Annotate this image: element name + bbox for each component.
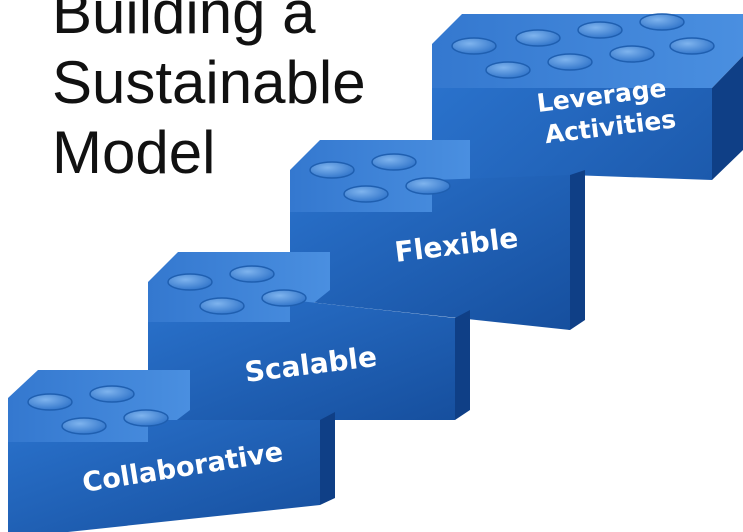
stud-group [27, 385, 169, 435]
brick-flexible: Flexible [290, 140, 585, 330]
brick-front [148, 300, 455, 420]
brick-side [320, 412, 335, 505]
stud [199, 297, 245, 315]
brick-side [570, 170, 585, 330]
stud [547, 53, 593, 71]
stud [577, 21, 623, 39]
stud [485, 61, 531, 79]
stud [123, 409, 169, 427]
stud [451, 37, 497, 55]
stud [371, 153, 417, 171]
diagram-title: Building a Sustainable Model [52, 0, 366, 188]
stud-group [309, 153, 451, 203]
stud [89, 385, 135, 403]
stud [261, 289, 307, 307]
stud [343, 185, 389, 203]
brick-front [290, 175, 570, 330]
stud [229, 265, 275, 283]
stud [609, 45, 655, 63]
stud [669, 37, 715, 55]
brick-side [455, 310, 470, 420]
stud [167, 273, 213, 291]
stud [309, 161, 355, 179]
stud-group [167, 265, 307, 315]
title-line-2: Sustainable [52, 49, 366, 116]
stud [27, 393, 73, 411]
stud [639, 13, 685, 31]
brick-collaborative: Collaborative [8, 370, 335, 532]
stud-group [451, 13, 715, 79]
brick-side [712, 56, 743, 180]
brick-scalable: Scalable [148, 252, 470, 420]
stud [405, 177, 451, 195]
brick-front [8, 420, 320, 532]
stud [61, 417, 107, 435]
title-line-1: Building a [52, 0, 316, 46]
title-line-3: Model [52, 119, 216, 186]
stud [515, 29, 561, 47]
